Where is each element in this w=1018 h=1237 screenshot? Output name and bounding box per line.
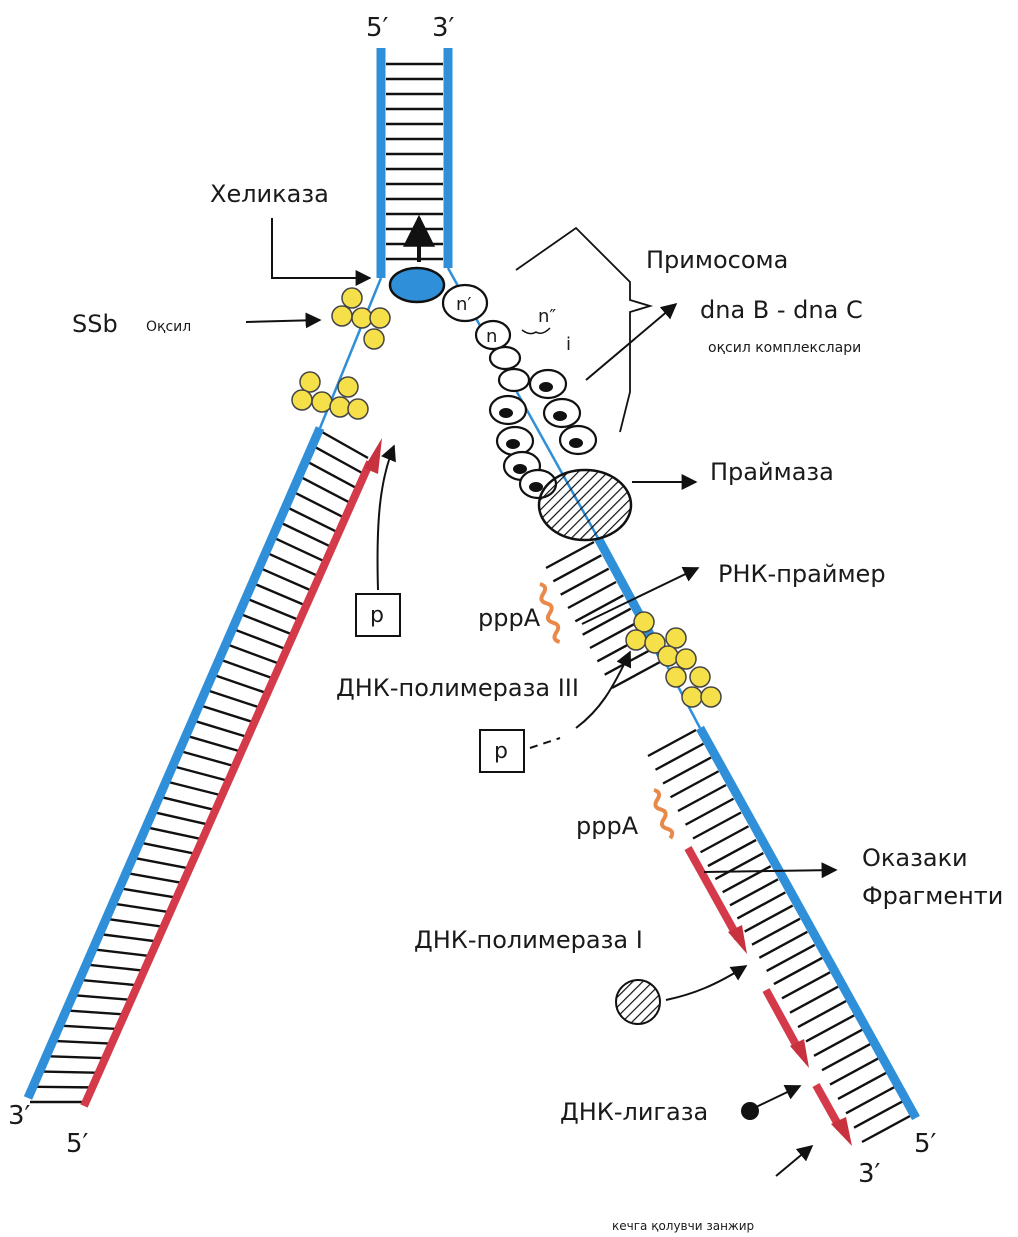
lagging-strand-label: кечга қолувчи занжир (612, 1219, 754, 1233)
ssb-pointer (246, 320, 320, 322)
base-pair-rung (236, 630, 284, 648)
helicase-pointer (272, 218, 370, 278)
base-pair-rung (76, 995, 127, 999)
ssb-sub-label: Оқсил (146, 319, 191, 335)
p-box-2-text: р (494, 739, 508, 764)
p-box-1-text: р (370, 603, 384, 628)
p-box-2-pointer-tail (576, 652, 630, 728)
strand-end-bottom-right-inner: 3′ (858, 1159, 881, 1189)
base-pair-rung (163, 797, 212, 809)
base-pair-rung (222, 660, 270, 677)
okazaki-fragment-2 (766, 990, 800, 1052)
base-pair-rung (110, 919, 160, 926)
n-double-brace (522, 328, 550, 334)
parent-duplex (381, 48, 448, 278)
strand-end-bottom-left-outer: 3′ (8, 1101, 31, 1131)
base-pair-rung (229, 645, 277, 663)
base-pair-rung (37, 1087, 89, 1088)
base-pair-rung (63, 1026, 114, 1029)
base-pair-rung (143, 843, 193, 853)
base-pair-rung (123, 889, 173, 897)
strand-end-top-left: 5′ (366, 13, 389, 43)
base-pair-rung (209, 691, 257, 707)
primase-icon (539, 470, 631, 540)
primosome-label: Примосома (646, 246, 788, 274)
strand-end-bottom-left-inner: 5′ (66, 1129, 89, 1159)
ssb-cluster-leading (292, 288, 390, 419)
base-pair-rung (43, 1072, 95, 1073)
rna-primer-label: РНК-праймер (718, 560, 886, 588)
helicase-icon (390, 268, 444, 302)
i-label: i (566, 334, 571, 355)
dna-bc-pointer (586, 304, 676, 380)
dna-polymerase-1-icon (616, 980, 660, 1024)
ssb-label: SSb (72, 310, 118, 338)
parent-duplex-rungs (386, 64, 443, 259)
dna-pol1-pointer (666, 966, 746, 1000)
helicase-label: Хеликаза (210, 180, 329, 208)
strand-end-top-right: 3′ (432, 13, 455, 43)
base-pair-rung (96, 950, 147, 956)
primosome-complex (443, 285, 631, 540)
base-pair-rung (282, 523, 329, 545)
p-box-1-pointer (378, 446, 394, 590)
dna-polymerase-3-label: ДНК-полимераза III (336, 674, 579, 702)
base-pair-rung (149, 828, 199, 839)
pppa-label-2: pppA (576, 812, 639, 840)
base-pair-rung (289, 508, 336, 531)
base-pair-rung (203, 706, 251, 721)
rna-primer-2 (645, 789, 681, 839)
base-pair-rung (176, 767, 225, 780)
dna-bc-label: dna B - dna C (700, 296, 863, 324)
base-pair-rung (169, 782, 218, 794)
strand-end-bottom-right-outer: 5′ (914, 1129, 937, 1159)
base-pair-rung (156, 813, 205, 824)
okazaki-pointer (704, 870, 836, 872)
dna-bc-sub-label: оқсил комплекслари (708, 340, 861, 356)
base-pair-rung (83, 980, 134, 985)
leading-new-strand (84, 462, 370, 1106)
primosome-bracket (516, 228, 650, 432)
base-pair-rung (70, 1011, 121, 1015)
primase-label: Праймаза (710, 458, 834, 486)
n-double-label: n″ (538, 306, 556, 327)
base-pair-rung (262, 569, 309, 590)
n-prime-label: n′ (456, 294, 472, 315)
base-pair-rung (269, 554, 316, 575)
base-pair-rung (136, 858, 186, 867)
leading-template-strand (28, 428, 320, 1098)
leading-strand-rungs (30, 432, 368, 1102)
dna-ligase-label: ДНК-лигаза (560, 1098, 708, 1126)
base-pair-rung (256, 584, 303, 604)
lagging-strand-rungs (546, 542, 910, 1142)
ligase-pointer (754, 1086, 800, 1108)
base-pair-rung (249, 600, 297, 620)
base-pair-rung (295, 493, 342, 517)
base-pair-rung (216, 676, 264, 693)
base-pair-rung (116, 904, 166, 912)
base-pair-rung (242, 615, 290, 634)
base-pair-rung (196, 721, 245, 736)
base-pair-rung (57, 1041, 108, 1043)
lagging-pointer (776, 1146, 812, 1176)
base-pair-rung (276, 539, 323, 561)
dna-ligase-icon (741, 1102, 759, 1120)
okazaki-label-line2: Фрагменти (862, 882, 1003, 910)
base-pair-rung (90, 965, 141, 970)
base-pair-rung (130, 874, 180, 883)
p-box-2-pointer (530, 738, 560, 748)
okazaki-fragment-1 (688, 848, 738, 938)
okazaki-label-line1: Оказаки (862, 844, 968, 872)
dna-polymerase-1-label: ДНК-полимераза I (414, 926, 643, 954)
base-pair-rung (183, 752, 232, 766)
n-label: n (486, 326, 497, 347)
base-pair-rung (189, 737, 238, 751)
pppa-label-1: pppA (478, 604, 541, 632)
base-pair-rung (50, 1056, 102, 1058)
base-pair-rung (103, 935, 154, 942)
ssb-cluster-lagging (626, 612, 721, 707)
